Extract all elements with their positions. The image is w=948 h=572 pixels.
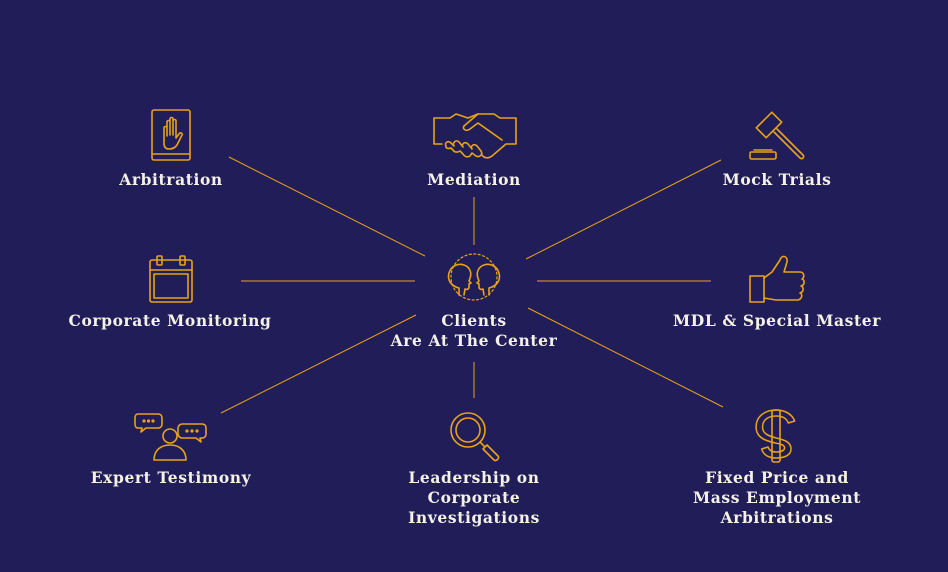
magnifier-icon xyxy=(450,412,500,462)
node-label: MDL & Special Master xyxy=(673,311,881,330)
two-heads-icon xyxy=(447,253,501,301)
calendar-icon xyxy=(149,255,193,303)
speaking-person-icon xyxy=(134,413,207,461)
connector-mock-trials xyxy=(525,159,722,260)
node-label: Fixed Price and xyxy=(705,468,849,487)
node-label: Investigations xyxy=(408,508,540,527)
connector-arbitration xyxy=(228,156,426,257)
node-label: Leadership on xyxy=(408,468,540,487)
connector-expert-testimony xyxy=(220,314,417,414)
node-label: Corporate xyxy=(427,488,521,507)
node-label: Expert Testimony xyxy=(90,468,252,487)
node-label: Arbitration xyxy=(119,170,223,189)
handshake-icon xyxy=(433,113,517,159)
node-label: Corporate Monitoring xyxy=(68,311,272,330)
dollar-sign-icon xyxy=(755,409,796,463)
node-label: Mediation xyxy=(427,170,521,189)
center-label: Clients Are At The Center xyxy=(390,311,558,350)
connector-fixed-price-arbitrations xyxy=(527,307,724,408)
gavel-icon xyxy=(749,111,805,160)
hand-on-book-icon xyxy=(151,109,191,161)
node-label: Mass Employment xyxy=(692,488,862,507)
thumbs-up-icon xyxy=(749,255,805,303)
node-label: Mock Trials xyxy=(722,170,832,189)
node-label: Arbitrations xyxy=(720,508,834,527)
